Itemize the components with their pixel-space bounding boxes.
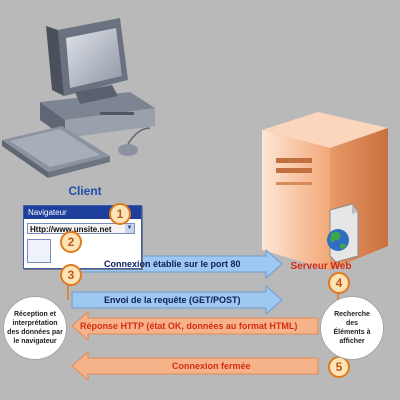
step-number-3: 3 bbox=[60, 264, 82, 286]
connection-label: Connexion établie sur le port 80 bbox=[104, 259, 241, 269]
response-label: Réponse HTTP (état OK, données au format… bbox=[80, 321, 298, 331]
server-note-bubble: Recherche des Éléments à afficher bbox=[320, 296, 384, 360]
client-note: Réception et interprétation des données … bbox=[7, 311, 63, 345]
arrow-response bbox=[71, 310, 319, 342]
arrow-request bbox=[71, 284, 283, 316]
page-content-area bbox=[27, 239, 51, 263]
step-number-4: 4 bbox=[328, 272, 350, 294]
server-label: Serveur Web bbox=[290, 261, 352, 272]
mouse-icon bbox=[118, 127, 151, 156]
address-url: Http://www.unsite.net bbox=[30, 225, 112, 234]
server-icon bbox=[262, 112, 388, 270]
server-note: Recherche des Éléments à afficher bbox=[333, 311, 371, 345]
close-label: Connexion fermée bbox=[172, 361, 251, 371]
computer-icon bbox=[40, 18, 155, 138]
request-label: Envoi de la requête (GET/POST) bbox=[104, 295, 241, 305]
keyboard-icon bbox=[2, 126, 110, 178]
client-label: Client bbox=[68, 184, 102, 198]
client-note-bubble: Réception et interprétation des données … bbox=[3, 296, 67, 360]
dropdown-arrow-icon[interactable]: ▼ bbox=[125, 224, 134, 233]
address-bar[interactable]: Http://www.unsite.net ▼ bbox=[27, 223, 135, 234]
arrow-close bbox=[71, 350, 319, 382]
globe-icon bbox=[327, 229, 349, 251]
step-number-1: 1 bbox=[109, 203, 131, 225]
step-number-2: 2 bbox=[60, 231, 82, 253]
